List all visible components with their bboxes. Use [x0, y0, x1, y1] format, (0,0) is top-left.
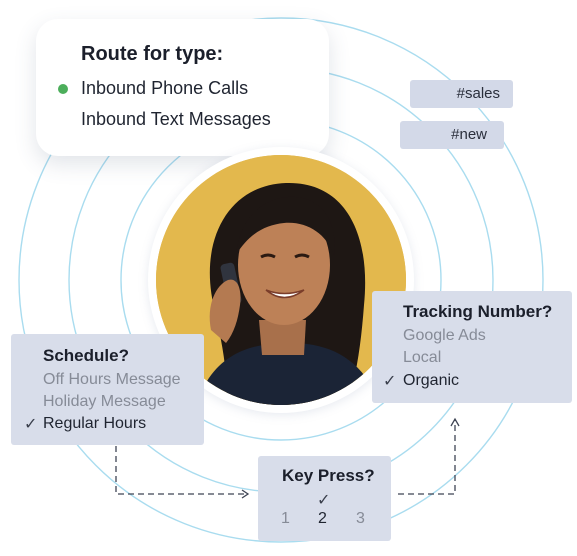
- keypress-title: Key Press?: [282, 466, 375, 485]
- arrow-icon: [450, 417, 460, 427]
- outer-orbit: [18, 17, 544, 543]
- check-icon: ✓: [383, 373, 397, 390]
- route-option-phone[interactable]: Inbound Phone Calls: [81, 78, 249, 98]
- key-option-2[interactable]: 2: [318, 510, 327, 527]
- key-option-3[interactable]: 3: [356, 510, 365, 527]
- green-dot-icon: [58, 84, 68, 94]
- key-option-1[interactable]: 1: [281, 510, 290, 527]
- check-icon: ✓: [24, 416, 38, 433]
- route-option-text[interactable]: Inbound Text Messages: [81, 109, 271, 129]
- tracking-option-local[interactable]: Local: [403, 349, 442, 366]
- schedule-option-off-hours[interactable]: Off Hours Message: [43, 371, 181, 388]
- tracking-title: Tracking Number?: [403, 302, 553, 321]
- schedule-title: Schedule?: [43, 346, 129, 365]
- tracking-option-organic[interactable]: Organic: [403, 372, 460, 389]
- tag-new: #new: [400, 121, 504, 149]
- tracking-number-panel: Tracking Number? Google Ads Local ✓ Orga…: [372, 291, 572, 403]
- schedule-panel: Schedule? Off Hours Message Holiday Mess…: [11, 334, 204, 445]
- schedule-option-holiday[interactable]: Holiday Message: [43, 393, 166, 410]
- route-type-card: Route for type: Inbound Phone Calls Inbo…: [36, 19, 329, 156]
- schedule-option-regular[interactable]: Regular Hours: [43, 415, 147, 432]
- arrow-icon: [241, 489, 250, 499]
- check-icon: ✓: [317, 492, 331, 509]
- key-press-panel: Key Press? ✓ 1 2 3: [258, 456, 391, 541]
- connector-schedule-keypress: [115, 446, 248, 495]
- tracking-option-google-ads[interactable]: Google Ads: [403, 327, 486, 344]
- route-card-title: Route for type:: [81, 43, 224, 65]
- tag-sales: #sales: [410, 80, 513, 108]
